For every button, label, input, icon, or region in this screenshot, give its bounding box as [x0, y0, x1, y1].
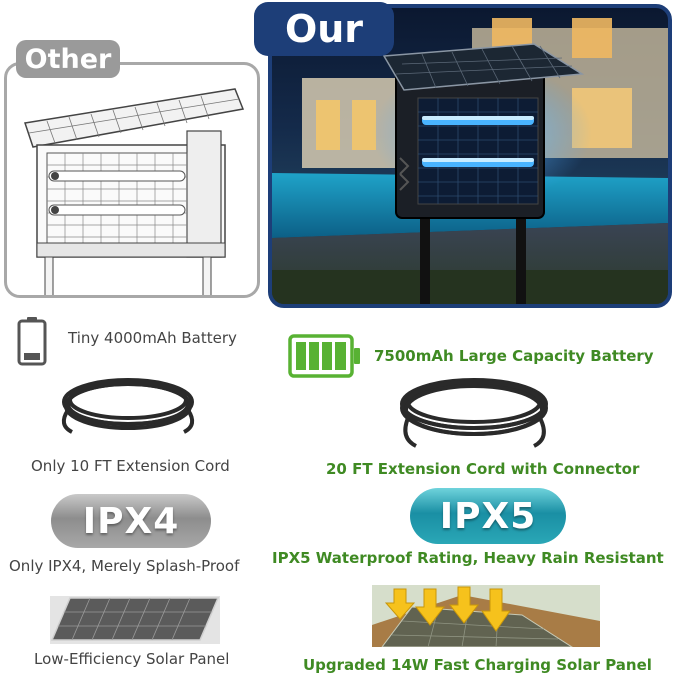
waterproof-caption-our: IPX5 Waterproof Rating, Heavy Rain Resis…	[272, 549, 664, 567]
competitor-zapper-sketch	[24, 88, 245, 295]
low-efficiency-solar-image	[50, 596, 220, 644]
product-night-scene	[272, 18, 668, 304]
battery-low-icon	[17, 317, 47, 366]
battery-caption-other: Tiny 4000mAh Battery	[68, 329, 237, 347]
our-product-photo	[268, 4, 672, 308]
ipx4-badge: IPX4	[51, 494, 211, 548]
battery-full-icon	[288, 334, 360, 378]
battery-caption-our: 7500mAh Large Capacity Battery	[374, 347, 654, 365]
cord-caption-our: 20 FT Extension Cord with Connector	[326, 460, 640, 478]
other-label: Other	[16, 40, 120, 78]
cord-caption-other: Only 10 FT Extension Cord	[31, 457, 230, 475]
short-cord-image	[61, 378, 195, 434]
waterproof-caption-other: Only IPX4, Merely Splash-Proof	[9, 557, 240, 575]
ipx5-badge: IPX5	[410, 488, 566, 544]
our-label: Our	[254, 2, 394, 56]
long-cord-image	[400, 378, 548, 448]
fast-charging-solar-image	[372, 585, 600, 647]
solar-caption-our: Upgraded 14W Fast Charging Solar Panel	[303, 656, 652, 674]
solar-caption-other: Low-Efficiency Solar Panel	[34, 650, 230, 668]
other-product-illustration	[4, 62, 260, 298]
